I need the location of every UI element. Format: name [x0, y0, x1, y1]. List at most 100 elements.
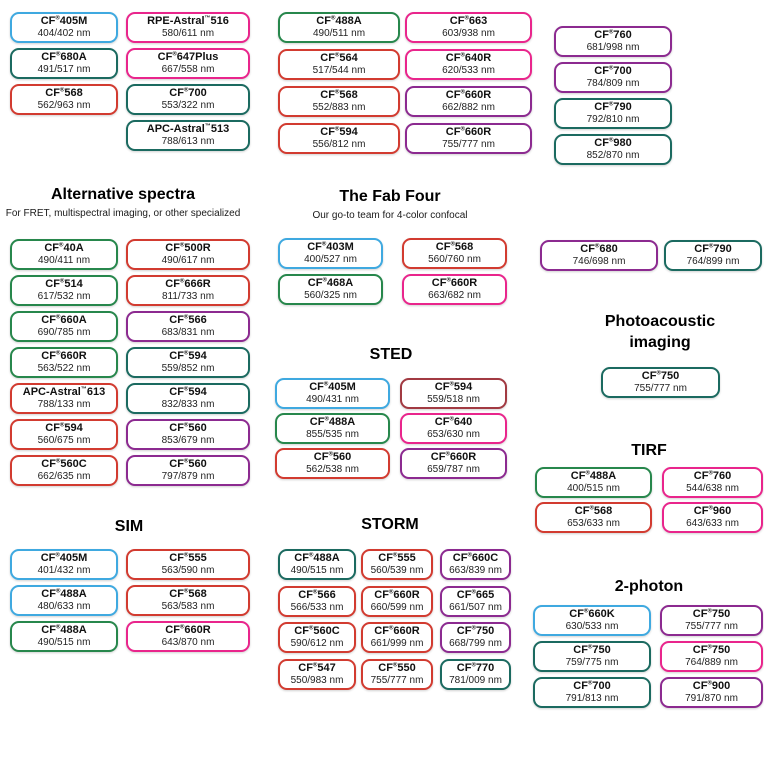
dye-wavelengths: 559/852 nm: [161, 363, 215, 374]
dye-name: CF®568: [574, 505, 613, 517]
dye-wavelengths: 491/517 nm: [37, 64, 91, 75]
dye-wavelengths: 643/870 nm: [161, 637, 215, 648]
dye-name: CF®488A: [316, 15, 362, 27]
section-subtitle-fab-four: Our go-to team for 4-color confocal: [312, 210, 468, 221]
dye-name: CF®666R: [165, 278, 211, 290]
dye-name: RPE-Astral™516: [147, 15, 229, 27]
dye-name: CF®660K: [569, 608, 615, 620]
dye-name: CF®403M: [307, 241, 354, 253]
dye-name: CF®770: [456, 661, 495, 674]
dye-name: CF®660R: [374, 625, 420, 637]
dye-name: CF®568: [320, 89, 358, 101]
dye-name: CF®750: [641, 370, 680, 382]
dye-name: CF®560C: [41, 458, 87, 470]
dye-name: CF®750: [456, 625, 495, 637]
dye-name: CF®405M: [40, 552, 88, 564]
dye-name: CF®405M: [40, 15, 88, 27]
dye-wavelengths: 400/515 nm: [567, 483, 620, 494]
dye-wavelengths: 630/533 nm: [565, 621, 619, 632]
dye-wavelengths: 852/870 nm: [586, 150, 640, 161]
dye-wavelengths: 559/518 nm: [427, 394, 480, 405]
dye-wavelengths: 661/507 nm: [449, 601, 502, 613]
dye-name: CF®760: [594, 29, 632, 41]
section-title-two-photon: 2-photon: [614, 578, 684, 595]
dye-wavelengths: 653/630 nm: [427, 429, 480, 440]
dye-wavelengths: 620/533 nm: [442, 65, 495, 76]
dye-wavelengths: 490/515 nm: [290, 565, 344, 576]
dye-name: CF®594: [169, 386, 207, 398]
dye-wavelengths: 764/889 nm: [685, 657, 738, 668]
dye-wavelengths: 490/411 nm: [37, 255, 91, 266]
dye-wavelengths: 553/322 nm: [161, 100, 215, 111]
section-title-fab-four: The Fab Four: [339, 188, 441, 205]
dye-wavelengths: 683/831 nm: [161, 327, 215, 338]
dye-name: CF®750: [573, 644, 611, 656]
dye-name: CF®568: [169, 588, 207, 600]
dye-wavelengths: 764/899 nm: [686, 256, 740, 267]
dye-wavelengths: 853/679 nm: [161, 435, 215, 446]
dye-name: CF®555: [378, 552, 416, 564]
dye-wavelengths: 590/612 nm: [290, 638, 344, 649]
dye-name: CF®700: [573, 680, 611, 692]
dye-name: CF®547: [298, 661, 336, 674]
dye-wavelengths: 755/777 nm: [634, 383, 687, 394]
section-title-photoacoustic: Photoacoustic imaging: [604, 313, 716, 351]
dye-name: CF®680: [580, 243, 618, 255]
dye-name: CF®555: [169, 552, 207, 564]
dye-wavelengths: 562/538 nm: [306, 464, 359, 475]
dye-wavelengths: 653/633 nm: [567, 518, 620, 529]
dye-name: CF®790: [694, 243, 732, 255]
dye-wavelengths: 490/511 nm: [312, 28, 366, 39]
dye-name: CF®564: [320, 52, 358, 64]
dye-wavelengths: 480/633 nm: [37, 601, 91, 612]
dye-wavelengths: 811/733 nm: [161, 291, 215, 302]
dye-name: CF®660A: [41, 314, 87, 326]
dye-name: CF®500R: [165, 242, 211, 254]
dye-wavelengths: 661/999 nm: [370, 638, 424, 649]
dye-wavelengths: 490/431 nm: [306, 394, 359, 405]
dye-wavelengths: 788/613 nm: [161, 136, 215, 147]
dye-name: CF®900: [692, 680, 731, 692]
dye-name: APC-Astral™613: [22, 386, 106, 398]
dye-name: CF®660R: [41, 350, 87, 362]
dye-wavelengths: 755/777 nm: [442, 139, 495, 150]
dye-name: CF®550: [378, 661, 416, 674]
dye-wavelengths: 667/558 nm: [161, 64, 215, 75]
dye-wavelengths: 560/325 nm: [304, 290, 357, 301]
dye-name: CF®560C: [294, 625, 340, 637]
dye-name: CF®960: [693, 505, 732, 517]
dye-wavelengths: 663/682 nm: [428, 290, 481, 301]
